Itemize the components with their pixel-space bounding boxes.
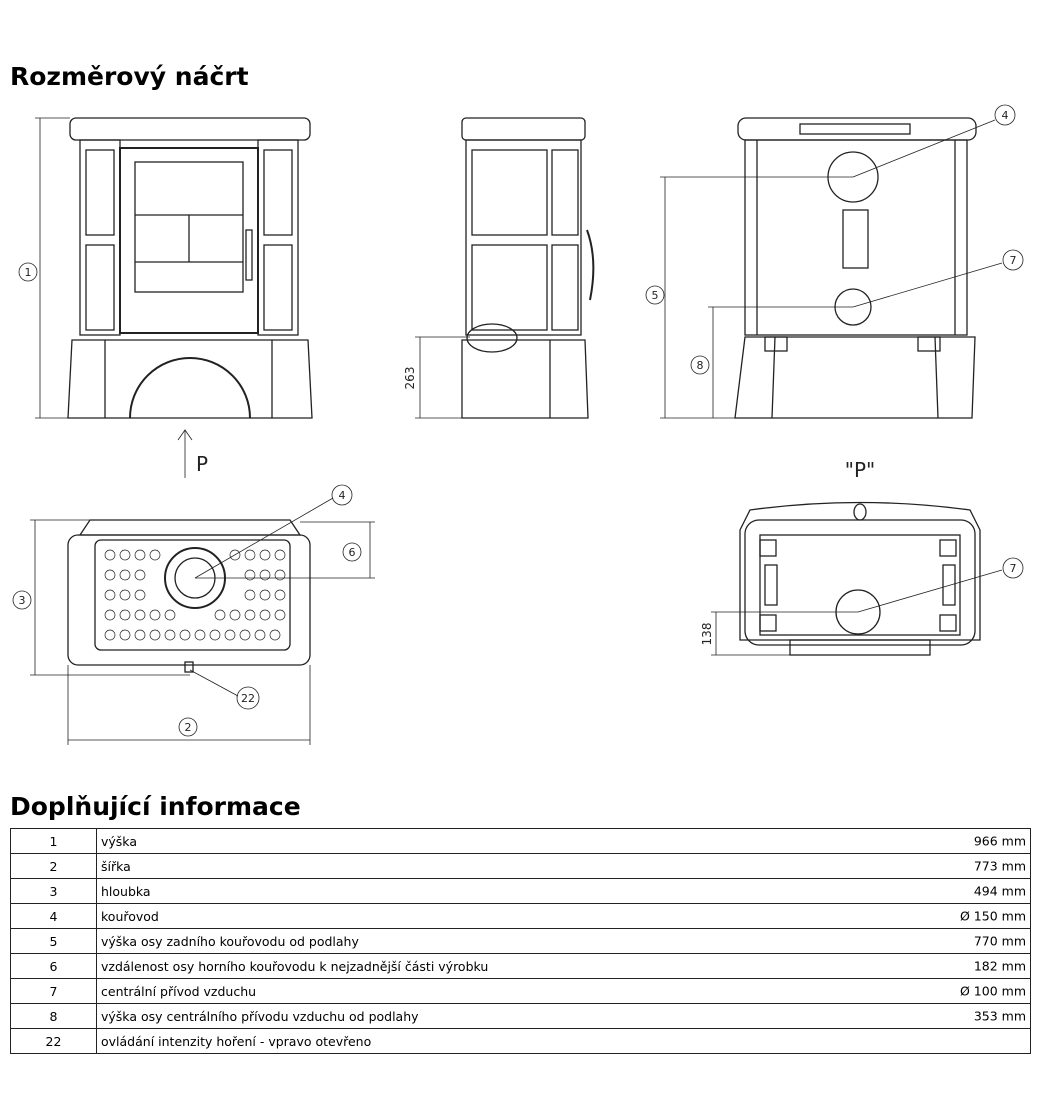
row-description: kouřovod [101,908,159,924]
row-value: 966 mm [973,833,1026,849]
callout-2: 2 [185,721,192,734]
callout-5: 5 [652,289,659,302]
row-number: 8 [10,1003,97,1029]
view-arrow-label: P [196,452,208,476]
row-description: výška [101,833,137,849]
row-description-cell: hloubka 494 mm [96,878,1031,904]
callout-6: 6 [349,546,356,559]
row-description-cell: vzdálenost osy horního kouřovodu k nejza… [96,953,1031,979]
row-description: výška osy zadního kouřovodu od podlahy [101,933,359,949]
row-description-cell: ovládání intenzity hoření - vpravo otevř… [96,1028,1031,1054]
row-description-cell: výška osy zadního kouřovodu od podlahy 77… [96,928,1031,954]
table-row: 4 kouřovod Ø 150 mm [10,903,1031,929]
row-description-cell: výška 966 mm [96,828,1031,854]
row-description-cell: šířka 773 mm [96,853,1031,879]
callout-7-back: 7 [1010,254,1017,267]
table-row: 6 vzdálenost osy horního kouřovodu k nej… [10,953,1031,979]
callout-8: 8 [697,359,704,372]
table-row: 3 hloubka 494 mm [10,878,1031,904]
row-value: 770 mm [973,933,1026,949]
row-number: 2 [10,853,97,879]
table-row: 8 výška osy centrálního přívodu vzduchu … [10,1003,1031,1029]
row-description: výška osy centrálního přívodu vzduchu od… [101,1008,419,1024]
row-description: šířka [101,858,131,874]
row-description: centrální přívod vzduchu [101,983,257,999]
callout-22: 22 [241,692,255,705]
dimension-263: 263 [403,367,417,390]
row-description: hloubka [101,883,151,899]
row-number: 3 [10,878,97,904]
row-number: 1 [10,828,97,854]
row-description: vzdálenost osy horního kouřovodu k nejza… [101,958,489,974]
row-value: Ø 100 mm [960,983,1026,999]
dimension-138: 138 [700,623,714,646]
row-description-cell: centrální přívod vzduchu Ø 100 mm [96,978,1031,1004]
callout-4-back: 4 [1002,109,1009,122]
table-row: 7 centrální přívod vzduchu Ø 100 mm [10,978,1031,1004]
row-value: 494 mm [973,883,1026,899]
table-row: 2 šířka 773 mm [10,853,1031,879]
side-view [415,117,595,419]
row-value: Ø 150 mm [960,908,1026,924]
section-title-info: Doplňující informace [10,792,301,821]
back-view [645,104,1024,419]
view-p-label: "P" [845,458,875,482]
row-number: 7 [10,978,97,1004]
row-number: 5 [10,928,97,954]
row-value: 773 mm [973,858,1026,874]
row-value: 353 mm [973,1008,1026,1024]
top-view [12,484,375,745]
row-number: 4 [10,903,97,929]
row-description: ovládání intenzity hoření - vpravo otevř… [101,1033,372,1049]
callout-3: 3 [19,594,26,607]
table-row: 1 výška 966 mm [10,828,1031,854]
section-title-sketch: Rozměrový náčrt [10,62,249,91]
info-table: 1 výška 966 mm 2 šířka 773 mm 3 hloubka 494 m… [10,828,1031,1054]
dimension-drawings: 1 2 3 4 4 5 6 7 7 8 22 263 138 P "P" [12,104,1024,745]
row-description-cell: kouřovod Ø 150 mm [96,903,1031,929]
callout-7-bottom: 7 [1010,562,1017,575]
callout-4-top: 4 [339,489,346,502]
row-description-cell: výška osy centrálního přívodu vzduchu od… [96,1003,1031,1029]
bottom-view [711,501,1024,656]
row-number: 22 [10,1028,97,1054]
table-row: 5 výška osy zadního kouřovodu od podlahy… [10,928,1031,954]
row-value: 182 mm [973,958,1026,974]
row-number: 6 [10,953,97,979]
table-row: 22 ovládání intenzity hoření - vpravo ot… [10,1028,1031,1054]
callout-1: 1 [25,266,32,279]
front-view [18,117,313,478]
